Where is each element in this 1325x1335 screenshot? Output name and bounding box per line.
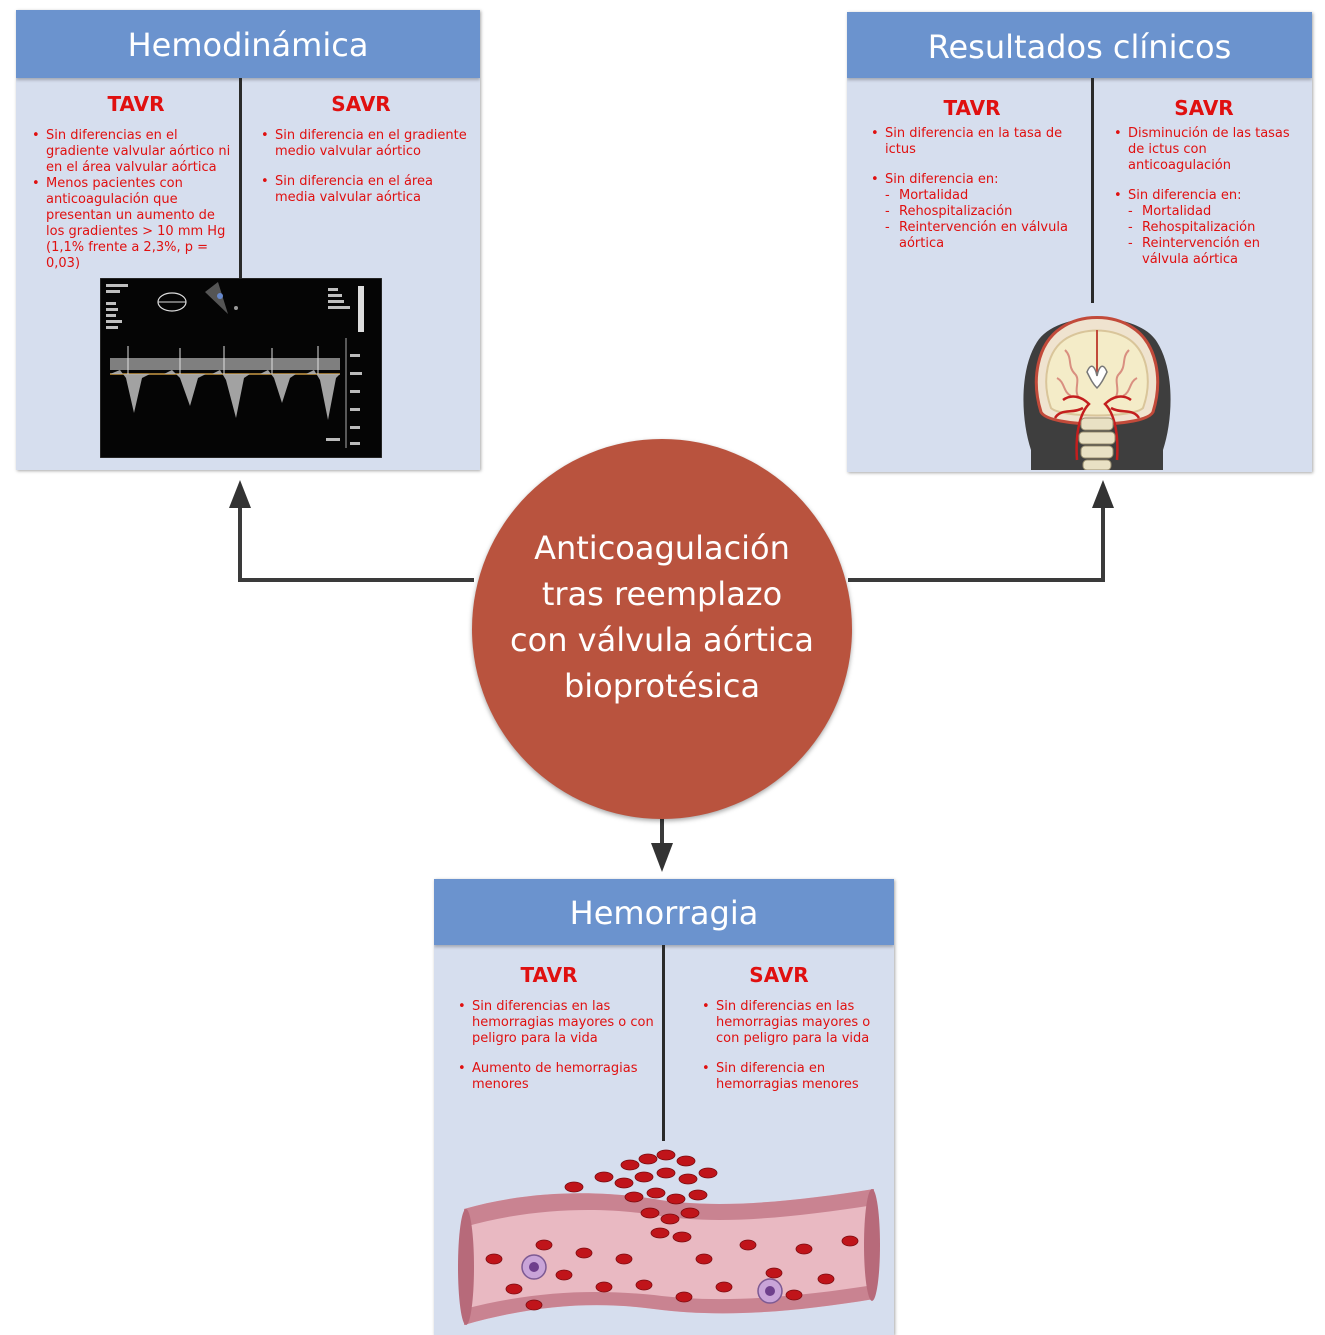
list-item: Sin diferencias en el gradiente valvular… [30, 128, 236, 176]
hemorragia-title: Hemorragia [434, 879, 894, 945]
arrow-to-hemodinamica [238, 490, 474, 582]
center-topic-circle: Anticoagulación tras reemplazo con válvu… [472, 439, 852, 819]
hemorragia-tavr-list: Sin diferencias en las hemorragias mayor… [456, 999, 656, 1093]
hemorragia-savr-list: Sin diferencias en las hemorragias mayor… [700, 999, 890, 1093]
sub-item: Mortalidad [1112, 204, 1302, 220]
blood-vessel-illustration [458, 1149, 880, 1325]
sub-item: Rehospitalización [869, 204, 1079, 220]
hemorragia-panel: Hemorragia TAVR Sin diferencias en las h… [434, 879, 894, 1335]
resultados-tavr-label: TAVR [943, 96, 1001, 120]
hemodinamica-divider [239, 78, 242, 278]
hemodinamica-tavr-label: TAVR [107, 92, 165, 116]
resultados-title: Resultados clínicos [847, 12, 1312, 78]
hemodinamica-savr-list: Sin diferencia en el gradiente medio val… [259, 128, 469, 206]
resultados-panel: Resultados clínicos TAVR Sin diferencia … [847, 12, 1312, 472]
sub-item: Rehospitalización [1112, 220, 1302, 236]
brain-illustration [1023, 316, 1171, 470]
arrowhead-resultados [1092, 480, 1114, 508]
hemodinamica-title: Hemodinámica [16, 10, 480, 78]
echocardiogram-image [100, 278, 382, 458]
resultados-savr-label: SAVR [1174, 96, 1234, 120]
list-item: Disminución de las tasas de ictus con an… [1112, 126, 1302, 174]
hemodinamica-tavr-list: Sin diferencias en el gradiente valvular… [30, 128, 236, 272]
sub-item: Reintervención en válvula aórtica [1112, 236, 1302, 268]
hemorragia-savr-label: SAVR [749, 963, 809, 987]
list-item: Sin diferencias en las hemorragias mayor… [700, 999, 890, 1047]
hemodinamica-panel: Hemodinámica TAVR Sin diferencias en el … [16, 10, 480, 470]
hemodinamica-savr-label: SAVR [331, 92, 391, 116]
resultados-divider [1091, 78, 1094, 303]
list-item: Sin diferencias en las hemorragias mayor… [456, 999, 656, 1047]
list-item: Sin diferencia en hemorragias menores [700, 1061, 890, 1093]
center-topic-text: Anticoagulación tras reemplazo con válvu… [510, 529, 814, 705]
list-item: Sin diferencia en: [1112, 188, 1302, 204]
list-item: Sin diferencia en la tasa de ictus [869, 126, 1079, 158]
resultados-tavr-list: Sin diferencia en la tasa de ictus Sin d… [869, 126, 1079, 252]
arrow-to-resultados [848, 490, 1105, 582]
resultados-savr-list: Disminución de las tasas de ictus con an… [1112, 126, 1302, 268]
list-item: Sin diferencia en el gradiente medio val… [259, 128, 469, 160]
sub-item: Reintervención en válvula aórtica [869, 220, 1079, 252]
hemorragia-tavr-label: TAVR [520, 963, 578, 987]
list-item: Aumento de hemorragias menores [456, 1061, 656, 1093]
arrowhead-hemorragia [651, 843, 673, 872]
list-item: Menos pacientes con anticoagulación que … [30, 176, 236, 272]
list-item: Sin diferencia en el área media valvular… [259, 174, 469, 206]
list-item: Sin diferencia en: [869, 172, 1079, 188]
hemorragia-divider [662, 945, 665, 1141]
arrowhead-hemodinamica [229, 480, 251, 508]
sub-item: Mortalidad [869, 188, 1079, 204]
